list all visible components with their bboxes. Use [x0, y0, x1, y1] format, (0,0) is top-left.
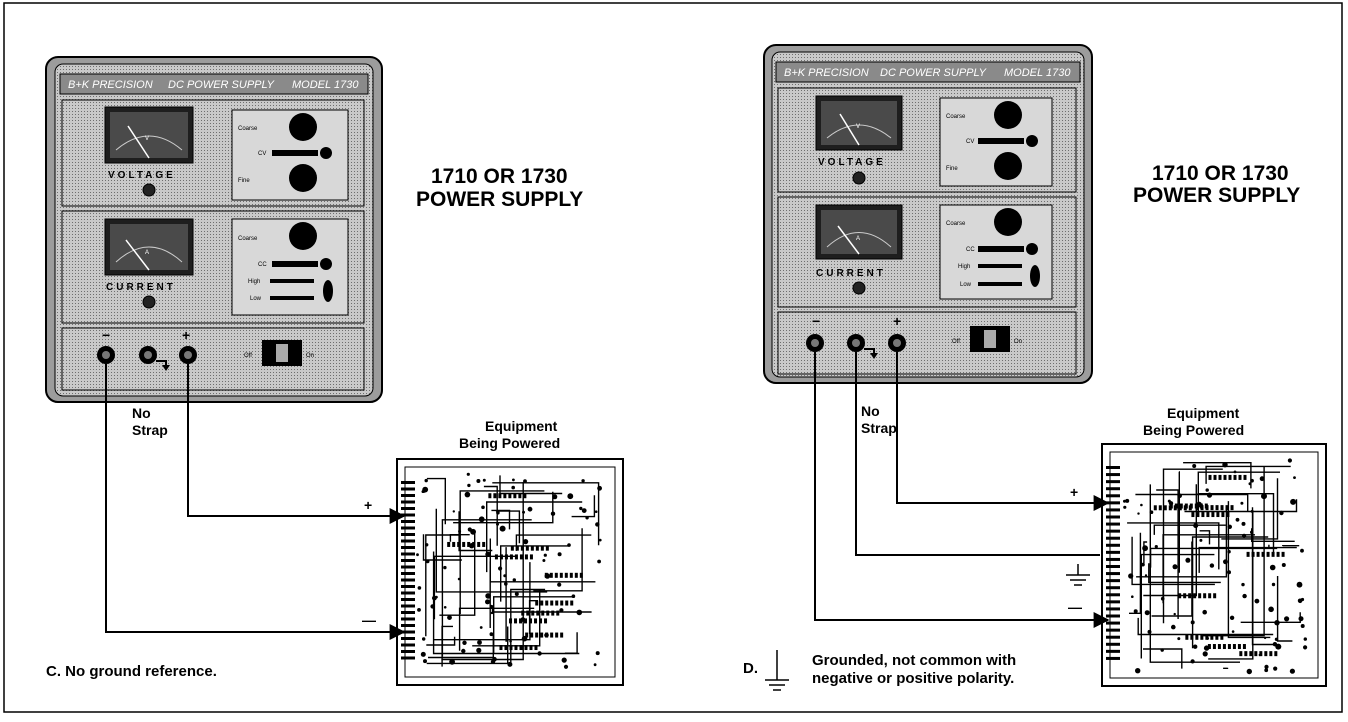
plus-sign: + — [893, 313, 901, 329]
fine-label: Fine — [238, 178, 250, 184]
low-label: Low — [960, 282, 972, 288]
current-label: CURRENT — [106, 282, 176, 293]
voltage-coarse-knob[interactable] — [289, 113, 317, 141]
wire-minus-label: — — [362, 612, 376, 628]
wire-plus-label: + — [364, 497, 372, 513]
panel-d: B+K PRECISION DC POWER SUPPLY MODEL 1730… — [743, 44, 1327, 691]
product-label: DC POWER SUPPLY — [168, 79, 275, 91]
current-coarse-knob[interactable] — [994, 208, 1022, 236]
negative-wire — [105, 364, 406, 640]
on-label: On — [1014, 339, 1022, 345]
voltage-unit: V — [856, 124, 860, 130]
page-frame — [3, 2, 1343, 713]
power-supply-d: B+K PRECISION DC POWER SUPPLY MODEL 1730… — [763, 44, 1093, 384]
current-meter: A — [815, 204, 903, 260]
voltage-zero-adjust[interactable] — [142, 183, 156, 197]
coarse-label-c: Coarse — [946, 221, 966, 227]
model-label: MODEL 1730 — [292, 79, 359, 91]
strap-label-line2: Strap — [861, 420, 897, 436]
strap-label-line2: Strap — [132, 422, 168, 438]
wiring-d: + — — [814, 352, 1110, 628]
panel-c: B+K PRECISION DC POWER SUPPLY MODEL 1730… — [45, 56, 624, 686]
brand-label: B+K PRECISION — [784, 67, 869, 79]
fine-label: Fine — [946, 166, 958, 172]
voltage-fine-knob[interactable] — [289, 164, 317, 192]
cc-label: CC — [258, 262, 267, 268]
product-label: DC POWER SUPPLY — [880, 67, 987, 79]
cc-indicator — [1026, 243, 1038, 255]
cv-label: CV — [966, 139, 974, 145]
wire-plus-label: + — [1070, 484, 1078, 500]
equipment-label-line1: Equipment — [1167, 405, 1240, 421]
high-label: High — [958, 264, 970, 270]
strap-label-line1: No — [861, 403, 880, 419]
caption-ground-icon — [765, 650, 789, 691]
voltage-meter: V — [815, 95, 903, 151]
off-label: Off — [952, 339, 960, 345]
minus-sign: − — [812, 313, 820, 329]
voltage-coarse-knob[interactable] — [994, 101, 1022, 129]
equipment-label-line2: Being Powered — [1143, 422, 1244, 438]
current-coarse-knob[interactable] — [289, 222, 317, 250]
coarse-label-v: Coarse — [238, 126, 258, 132]
strap-label-line1: No — [132, 405, 151, 421]
voltage-unit: V — [145, 136, 149, 142]
caption-d-line2: negative or positive polarity. — [812, 670, 1014, 687]
on-label: On — [306, 353, 314, 359]
wire-minus-label: — — [1068, 599, 1082, 615]
brand-label: B+K PRECISION — [68, 79, 153, 91]
equipment-label-line2: Being Powered — [459, 435, 560, 451]
cc-label: CC — [966, 247, 975, 253]
supply-title-line1: 1710 OR 1730 — [431, 165, 568, 188]
cv-label: CV — [258, 151, 266, 157]
plus-sign: + — [182, 327, 190, 343]
off-label: Off — [244, 353, 252, 359]
high-label: High — [248, 279, 260, 285]
caption-c: C. No ground reference. — [46, 663, 217, 680]
voltage-meter: V — [104, 106, 194, 164]
ground-symbol — [1066, 564, 1090, 586]
wiring-c: + — — [105, 364, 406, 640]
current-zero-adjust[interactable] — [142, 295, 156, 309]
voltage-zero-adjust[interactable] — [852, 171, 866, 185]
cv-indicator — [320, 147, 332, 159]
cc-indicator — [320, 258, 332, 270]
supply-title-line1: 1710 OR 1730 — [1152, 162, 1289, 185]
supply-title-line2: POWER SUPPLY — [1133, 184, 1300, 207]
current-unit: A — [856, 236, 860, 242]
model-label: MODEL 1730 — [1004, 67, 1071, 79]
circuit-board-d — [1101, 443, 1327, 687]
positive-wire — [187, 364, 406, 524]
current-meter: A — [104, 218, 194, 276]
ground-wire — [855, 352, 1100, 556]
low-label: Low — [250, 296, 262, 302]
caption-d-letter: D. — [743, 660, 758, 677]
voltage-fine-knob[interactable] — [994, 152, 1022, 180]
range-switch[interactable] — [1030, 265, 1040, 287]
power-supply-c: B+K PRECISION DC POWER SUPPLY MODEL 1730… — [45, 56, 383, 403]
cv-indicator — [1026, 135, 1038, 147]
coarse-label-c: Coarse — [238, 236, 258, 242]
caption-d-line1: Grounded, not common with — [812, 652, 1016, 669]
circuit-board-c — [396, 458, 624, 686]
minus-sign: − — [102, 327, 110, 343]
supply-title-line2: POWER SUPPLY — [416, 188, 583, 211]
coarse-label-v: Coarse — [946, 114, 966, 120]
range-switch[interactable] — [323, 280, 333, 302]
voltage-label: VOLTAGE — [818, 157, 886, 168]
equipment-label-line1: Equipment — [485, 418, 558, 434]
positive-wire — [896, 352, 1110, 511]
current-label: CURRENT — [816, 268, 886, 279]
negative-wire — [814, 352, 1110, 628]
voltage-label: VOLTAGE — [108, 170, 176, 181]
current-zero-adjust[interactable] — [852, 281, 866, 295]
current-unit: A — [145, 250, 149, 256]
